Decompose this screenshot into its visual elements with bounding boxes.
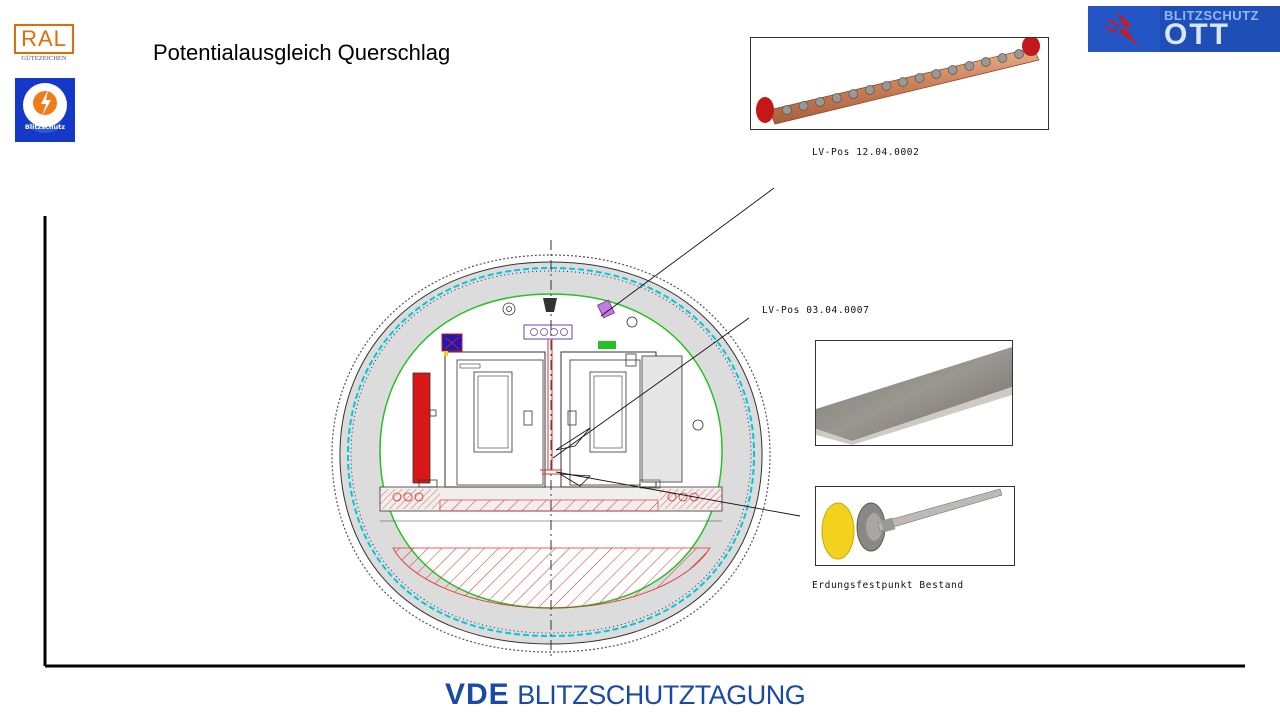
- footer-event-name: BLITZSCHUTZTAGUNG: [517, 680, 806, 710]
- flatbar-caption: LV-Pos 03.04.0007: [762, 305, 870, 316]
- earthpoint-photo: [815, 486, 1015, 566]
- ral-logo: RAL GÜTEZEICHEN: [14, 24, 74, 62]
- earthpoint-image: [821, 488, 1003, 560]
- blitzschutz-badge: Blitzschutz: [15, 78, 75, 142]
- lightning-shield-icon: Blitzschutz: [23, 83, 67, 133]
- equipotential-busbar-symbol: [523, 324, 573, 340]
- busbar-bolt: [881, 81, 892, 91]
- left-door-window: [473, 371, 513, 453]
- slide-title: Potentialausgleich Querschlag: [153, 40, 451, 65]
- busbar-bolt: [914, 73, 925, 83]
- badge-text: Blitzschutz: [25, 123, 65, 131]
- ral-logo-subtext: GÜTEZEICHEN: [21, 55, 67, 62]
- ott-logo-line2: OTT: [1164, 18, 1230, 51]
- footer-vde: VDE: [445, 678, 510, 711]
- earthpoint-caption: Erdungsfestpunkt Bestand: [812, 580, 964, 591]
- busbar-bolt: [782, 105, 792, 115]
- busbar-bolt: [997, 53, 1008, 63]
- left-cable-duct: [380, 489, 440, 509]
- busbar-bolt: [1014, 49, 1024, 59]
- flatbar-image: [816, 347, 1012, 445]
- busbar-photo: [750, 37, 1049, 130]
- ott-logo: BLITZSCHUTZ OTT: [1088, 6, 1280, 52]
- ott-logo-line1: BLITZSCHUTZ: [1164, 8, 1260, 23]
- flatbar-photo: [815, 340, 1013, 446]
- lightning-bolt-icon: [1088, 6, 1160, 52]
- busbar-bolt: [798, 101, 809, 111]
- busbar-bolt: [848, 89, 859, 99]
- ral-logo-text: RAL: [14, 24, 74, 54]
- exit-sign: [598, 341, 616, 349]
- ceiling-light: [543, 298, 557, 312]
- busbar-image: [756, 38, 1040, 125]
- busbar-bolt: [931, 69, 941, 79]
- busbar-bolt: [815, 97, 825, 107]
- left-door-frame: [444, 351, 546, 488]
- door-threshold: [439, 499, 659, 512]
- flatbar-leader-line: [552, 317, 750, 459]
- busbar-bolt: [947, 65, 958, 75]
- drainage-line: [350, 270, 752, 634]
- busbar-bolt: [831, 93, 842, 103]
- camera-icon: [597, 299, 615, 319]
- right-door-window: [589, 371, 627, 453]
- earthpoint-leader-line: [555, 471, 801, 517]
- busbar-caption: LV-Pos 12.04.0002: [812, 147, 920, 158]
- footer-brand: VDE BLITZSCHUTZTAGUNG: [445, 678, 806, 712]
- busbar-bolt: [898, 77, 908, 87]
- busbar-bolt: [981, 57, 991, 67]
- outer-contour: [331, 254, 771, 653]
- fire-extinguisher-cabinet: [412, 372, 431, 484]
- busbar-bolt: [964, 61, 975, 71]
- side-panel: [641, 355, 683, 483]
- busbar-bolt: [865, 85, 875, 95]
- busbar-leader-line: [600, 187, 775, 317]
